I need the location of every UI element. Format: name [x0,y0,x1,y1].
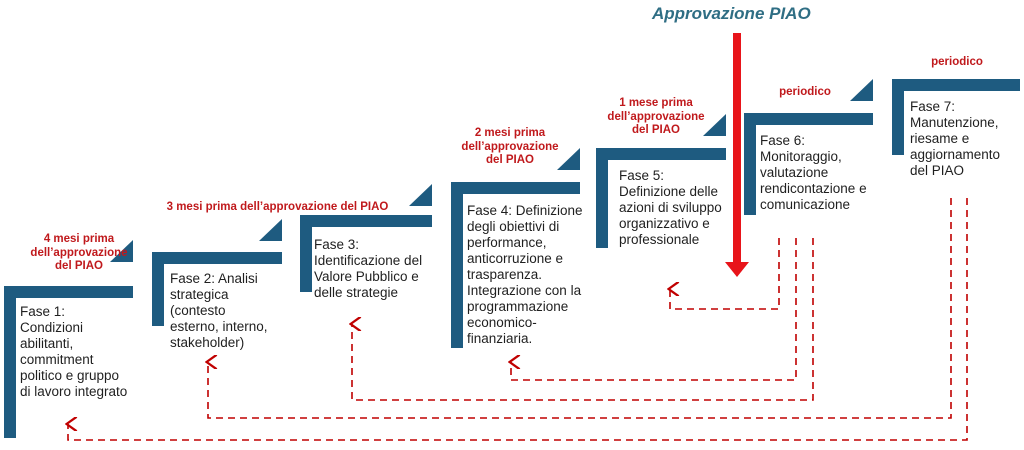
step-triangle-2 [259,219,282,241]
step-bracket-5 [596,148,726,248]
step-bracket-6 [744,113,873,215]
step-bracket-7 [892,79,1020,155]
approval-arrow-shaft [733,33,741,267]
timing-label-fase-2: 3 mesi prima dell’approvazione del PIAO [166,201,389,213]
step-triangle-3 [409,184,432,206]
step-bracket-3 [300,215,432,292]
step-bracket-2 [152,252,282,326]
timing-label-fase-7: periodico [931,56,983,68]
step-triangle-4 [557,148,580,170]
step-triangle-1 [110,240,133,262]
timing-label-fase-6: periodico [779,86,831,98]
feedback-loop-to-fase-5 [670,238,780,310]
feedback-loop-to-fase-4 [511,238,797,381]
approval-arrow-head [725,262,749,277]
feedback-loop-to-fase-1 [68,198,968,441]
step-triangle-6 [850,79,873,101]
feedback-loop-to-fase-2 [208,198,952,419]
step-triangle-5 [703,114,726,136]
diagram-title: Approvazione PIAO [652,4,811,23]
feedback-loop-to-fase-3 [352,238,814,401]
